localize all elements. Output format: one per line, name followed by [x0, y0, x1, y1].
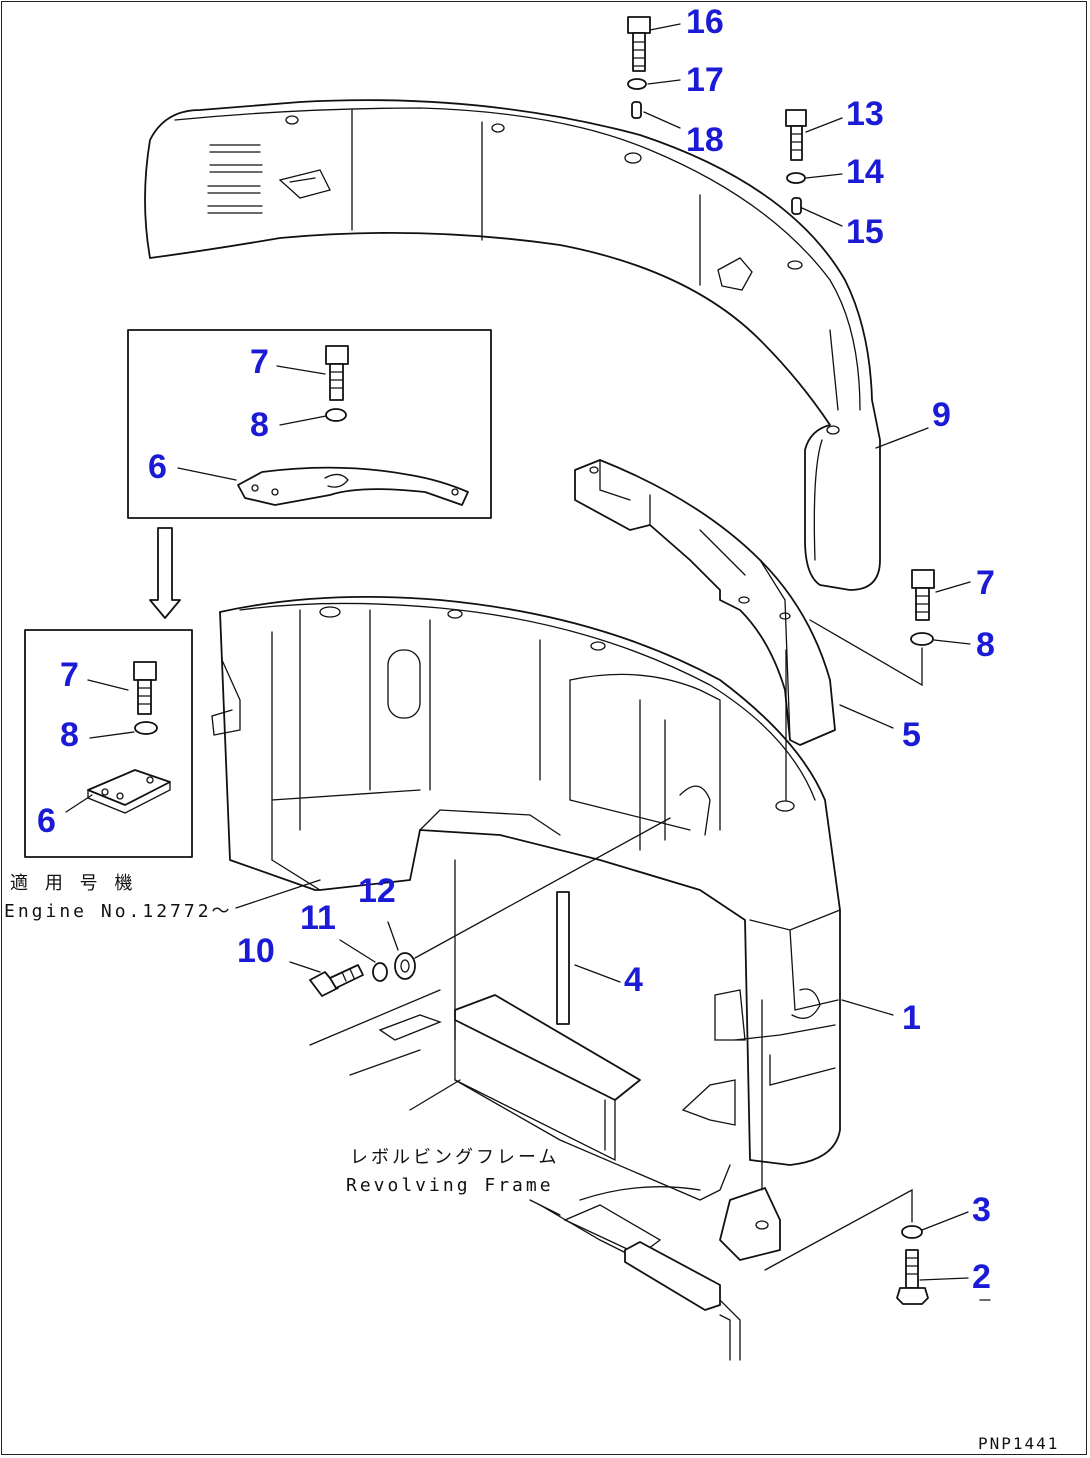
frame-leader [529, 1199, 561, 1216]
callout-3: 3 [972, 1191, 991, 1229]
callout-1: 1 [902, 999, 921, 1037]
callout-inset-left-7: 7 [60, 656, 79, 694]
serial-note-jp: 適 用 号 機 [10, 873, 136, 894]
callout-inset-top-6: 6 [148, 448, 167, 486]
callout-14: 14 [846, 153, 884, 191]
bolt-10-group [289, 817, 671, 997]
revolving-frame [309, 989, 781, 1361]
callout-15: 15 [846, 213, 884, 251]
bolt-7-right [809, 569, 971, 687]
callout-18: 18 [686, 121, 724, 159]
bolt-16-group [627, 16, 681, 129]
callout-12: 12 [358, 872, 396, 910]
callout-17: 17 [686, 61, 724, 99]
callout-right-7: 7 [976, 564, 995, 602]
callout-13: 13 [846, 95, 884, 133]
callout-5: 5 [902, 716, 921, 754]
callout-11: 11 [300, 899, 336, 937]
bracket-part-5 [574, 459, 894, 746]
frame-label-jp: レボルビングフレーム [350, 1147, 560, 1168]
callout-right-8: 8 [976, 626, 995, 664]
callout-inset-left-6: 6 [37, 802, 56, 840]
frame-label-en: Revolving Frame [346, 1175, 554, 1196]
callout-16: 16 [686, 3, 724, 41]
inset-box-top [127, 329, 492, 519]
callout-2: 2 [972, 1258, 991, 1296]
counterweight-cover-part-9 [144, 99, 881, 591]
serial-note-en: Engine No.12772～ [4, 901, 233, 922]
bolt-2-group [764, 1188, 991, 1305]
serial-leader [235, 879, 321, 909]
callout-10: 10 [237, 932, 275, 970]
drawing-code: PNP1441 [978, 1434, 1060, 1453]
callout-9: 9 [932, 396, 951, 434]
callout-inset-left-8: 8 [60, 716, 79, 754]
counterweight-part-1 [211, 595, 894, 1166]
callout-inset-top-8: 8 [250, 406, 269, 444]
bolt-13-group [785, 109, 843, 227]
inset-box-left [24, 629, 193, 858]
arrow-down-icon [149, 527, 181, 619]
rod-part-4 [556, 891, 621, 1025]
callout-inset-top-7: 7 [250, 343, 269, 381]
callout-4: 4 [624, 961, 643, 999]
